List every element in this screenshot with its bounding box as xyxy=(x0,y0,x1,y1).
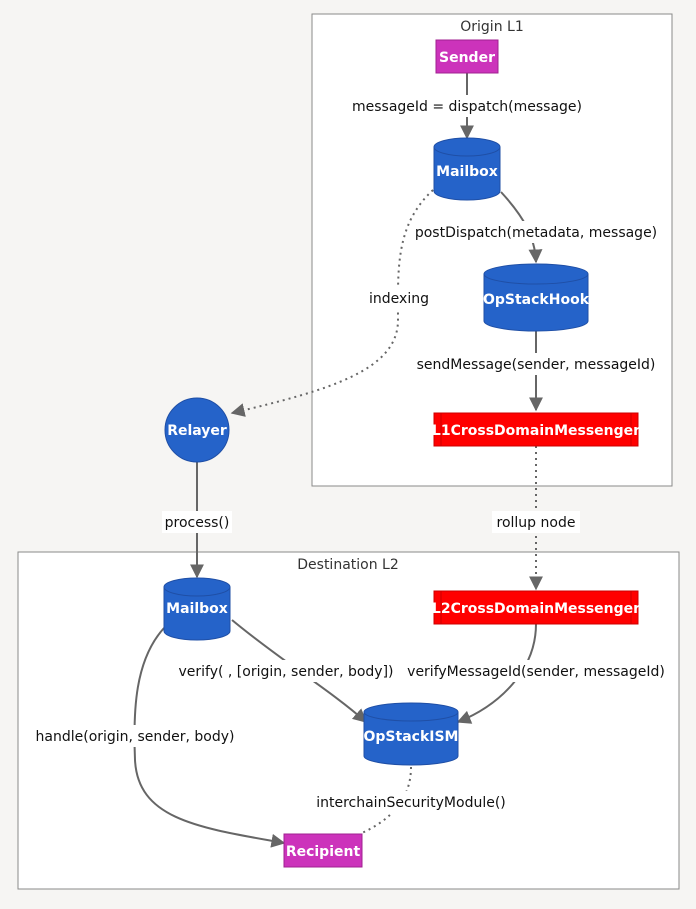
svg-text:interchainSecurityModule(): interchainSecurityModule() xyxy=(316,795,506,811)
edge-verify-message-id xyxy=(456,623,537,724)
svg-text:process(): process() xyxy=(165,515,230,531)
node-opstack-ism: OpStackISM xyxy=(363,702,459,766)
edge-label-ism-query: interchainSecurityModule() xyxy=(314,791,508,813)
svg-text:indexing: indexing xyxy=(369,291,429,307)
node-recipient-label: Recipient xyxy=(286,844,361,860)
node-recipient: Recipient xyxy=(283,833,363,868)
edge-label-handle: handle(origin, sender, body) xyxy=(34,725,236,747)
svg-text:sendMessage(sender, messageId): sendMessage(sender, messageId) xyxy=(417,357,656,373)
node-mailbox-destination: Mailbox xyxy=(163,577,231,641)
node-sender-label: Sender xyxy=(439,50,495,66)
cluster-title-origin: Origin L1 xyxy=(460,19,523,35)
edge-label-indexing: indexing xyxy=(367,287,431,309)
edge-label-verify-message-id: verifyMessageId(sender, messageId) xyxy=(407,660,665,682)
node-l2-messenger: L2CrossDomainMessenger xyxy=(432,590,640,625)
node-opstack-hook-label: OpStackHook xyxy=(483,292,590,308)
svg-text:verifyMessageId(sender, messag: verifyMessageId(sender, messageId) xyxy=(407,664,665,680)
svg-text:postDispatch(metadata, message: postDispatch(metadata, message) xyxy=(415,225,657,241)
node-relayer: Relayer xyxy=(164,397,230,463)
node-l2-messenger-label: L2CrossDomainMessenger xyxy=(432,601,640,617)
node-mailbox-origin: Mailbox xyxy=(433,137,501,201)
edge-handle xyxy=(133,627,286,848)
node-mailbox-origin-label: Mailbox xyxy=(436,164,498,180)
node-l1-messenger: L1CrossDomainMessenger xyxy=(432,412,640,447)
edge-label-dispatch: messageId = dispatch(message) xyxy=(352,95,582,117)
svg-text:handle(origin, sender, body): handle(origin, sender, body) xyxy=(36,729,235,745)
svg-text:verify( , [origin, sender, bod: verify( , [origin, sender, body]) xyxy=(178,664,393,680)
node-opstack-hook: OpStackHook xyxy=(483,263,590,332)
edge-label-post-dispatch: postDispatch(metadata, message) xyxy=(415,221,657,243)
cluster-title-destination: Destination L2 xyxy=(297,557,399,573)
edge-indexing xyxy=(230,189,434,417)
svg-text:rollup node: rollup node xyxy=(497,515,576,531)
cluster-origin-l1: Origin L1 xyxy=(311,13,673,487)
edge-label-send-message: sendMessage(sender, messageId) xyxy=(417,353,656,375)
svg-text:messageId = dispatch(message): messageId = dispatch(message) xyxy=(352,99,582,115)
edge-label-rollup-node: rollup node xyxy=(492,511,580,533)
node-opstack-ism-label: OpStackISM xyxy=(364,729,459,745)
node-mailbox-destination-label: Mailbox xyxy=(166,601,228,617)
edge-label-verify: verify( , [origin, sender, body]) xyxy=(175,660,397,682)
node-sender: Sender xyxy=(435,39,499,74)
edge-label-process: process() xyxy=(162,511,232,533)
node-relayer-label: Relayer xyxy=(167,423,227,439)
node-l1-messenger-label: L1CrossDomainMessenger xyxy=(432,423,640,439)
